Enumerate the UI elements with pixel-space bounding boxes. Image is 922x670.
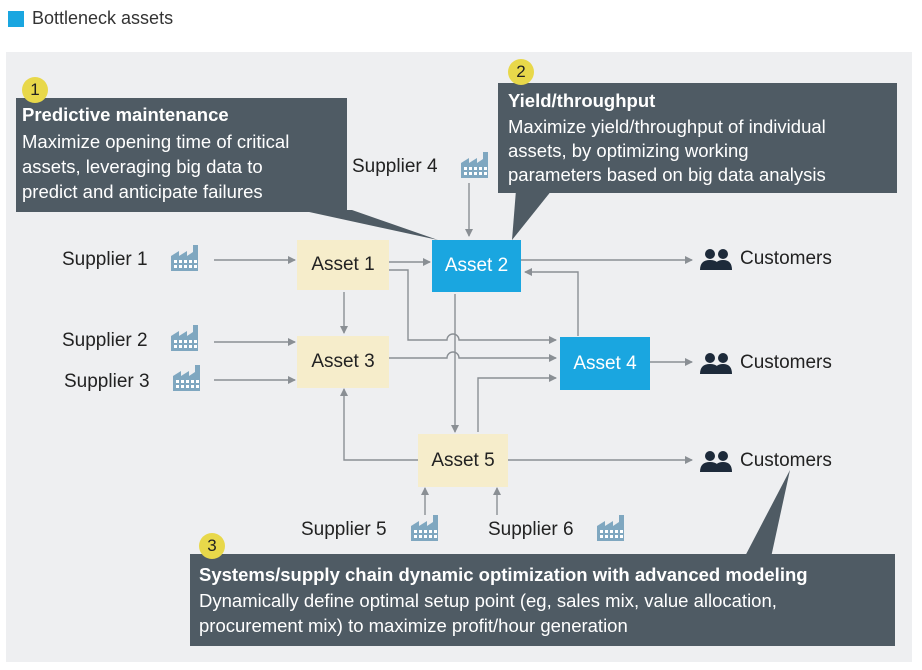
- arrow-asset1-asset4: [389, 269, 557, 344]
- factory-icon: [461, 152, 488, 178]
- callout-3-title: Systems/supply chain dynamic optimizatio…: [199, 564, 808, 585]
- factory-icon: [173, 365, 200, 391]
- supplier-3-label: Supplier 3: [64, 371, 150, 392]
- customers-label-3: Customers: [740, 450, 832, 471]
- arrow-asset3-asset4: [389, 351, 557, 362]
- callout-3-line: Dynamically define optimal setup point (…: [199, 590, 777, 611]
- callout-1-title: Predictive maintenance: [22, 104, 229, 125]
- callout-2-line: Maximize yield/throughput of individual: [508, 116, 826, 137]
- asset-4-label: Asset 4: [573, 352, 637, 374]
- legend-label: Bottleneck assets: [32, 8, 174, 28]
- asset-3-label: Asset 3: [311, 351, 375, 372]
- asset-5-label: Asset 5: [431, 449, 495, 471]
- factory-icon: [171, 325, 198, 351]
- asset-1: Asset 1: [297, 240, 389, 290]
- factory-icon: [171, 245, 198, 271]
- callout-supply-chain-optimization: Systems/supply chain dynamic optimizatio…: [190, 554, 895, 646]
- supplier-1-label: Supplier 1: [62, 249, 148, 270]
- callout-3-pointer: [742, 470, 790, 562]
- arrow-asset5-asset3: [340, 388, 418, 461]
- supplier-4-label: Supplier 4: [352, 156, 438, 177]
- callout-1-line: predict and anticipate failures: [22, 181, 263, 202]
- callout-predictive-maintenance: Predictive maintenance Maximize opening …: [16, 98, 347, 212]
- callout-2-title: Yield/throughput: [508, 90, 656, 111]
- callout-1-line: assets, leveraging big data to: [22, 156, 263, 177]
- supplier-6-label: Supplier 6: [488, 519, 574, 540]
- arrow-asset5-asset4: [477, 374, 557, 432]
- people-icon: [700, 451, 732, 472]
- callout-1-number-badge: 1: [22, 77, 48, 103]
- factory-icon: [411, 515, 438, 541]
- asset-1-label: Asset 1: [311, 254, 375, 275]
- callout-2-number-badge: 2: [508, 59, 534, 85]
- callout-1-pointer: [300, 210, 438, 240]
- asset-2: Asset 2: [432, 240, 521, 292]
- callout-2-pointer: [512, 190, 552, 240]
- customers-label-2: Customers: [740, 352, 832, 373]
- callout-3-line: procurement mix) to maximize profit/hour…: [199, 615, 628, 636]
- asset-3: Asset 3: [297, 336, 389, 388]
- asset-5: Asset 5: [418, 434, 508, 487]
- people-icon: [700, 249, 732, 270]
- supplier-5-label: Supplier 5: [301, 519, 387, 540]
- callout-3-number-badge: 3: [199, 533, 225, 559]
- customers-label-1: Customers: [740, 248, 832, 269]
- arrow-asset4-asset2: [524, 268, 579, 336]
- callout-2-line: assets, by optimizing working: [508, 140, 749, 161]
- asset-2-label: Asset 2: [444, 255, 509, 276]
- callout-2-line: parameters based on big data analysis: [508, 164, 826, 185]
- factory-icon: [597, 515, 624, 541]
- asset-4: Asset 4: [560, 337, 650, 390]
- legend-swatch: [8, 10, 24, 27]
- callout-yield-throughput: Yield/throughput Maximize yield/throughp…: [498, 83, 897, 193]
- supplier-2-label: Supplier 2: [62, 330, 148, 351]
- callout-1-line: Maximize opening time of critical: [22, 131, 290, 152]
- legend: Bottleneck assets: [8, 8, 173, 29]
- people-icon: [700, 353, 732, 374]
